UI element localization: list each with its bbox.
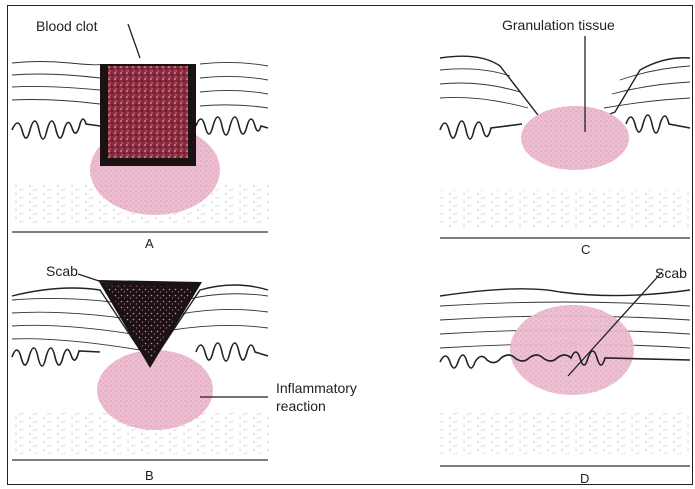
panel-b-papillae-left [12,348,100,366]
panel-b-inflam-label-1: Inflammatory [276,380,357,396]
panel-a-blood-clot [108,66,188,158]
panel-d: Scab D [440,265,690,486]
panel-a-letter: A [145,236,154,251]
panel-b-scab-label: Scab [46,263,78,279]
panel-b-scab [106,285,194,360]
panel-c: Granulation tissue C [440,17,690,257]
panel-d-surface [440,289,690,296]
panel-b: Scab Inflammatory reaction B [12,263,357,483]
panel-b-inflam-label-2: reaction [276,398,326,414]
panel-d-dermis [440,412,690,454]
panel-c-label: Granulation tissue [502,17,615,33]
panel-c-papillae-left [440,121,522,139]
panel-b-letter: B [145,468,154,483]
panel-a-leader [128,24,140,58]
panel-c-dermis [440,190,690,228]
panel-a-papillae-right [196,117,268,135]
panel-b-inflammatory-tissue [97,350,213,430]
panel-b-papillae-right [196,343,268,361]
panel-c-letter: C [581,242,590,257]
panel-d-healed-tissue [510,305,634,395]
panel-d-letter: D [580,471,589,486]
panel-c-granulation-tissue [521,106,629,170]
panel-a-label: Blood clot [36,18,98,34]
panel-d-label: Scab [655,265,687,281]
panel-c-papillae-right [626,115,690,133]
panel-a: Blood clot A [12,18,270,251]
panel-c-epidermis-lines [440,66,690,108]
panel-a-papillae-left [12,119,100,139]
